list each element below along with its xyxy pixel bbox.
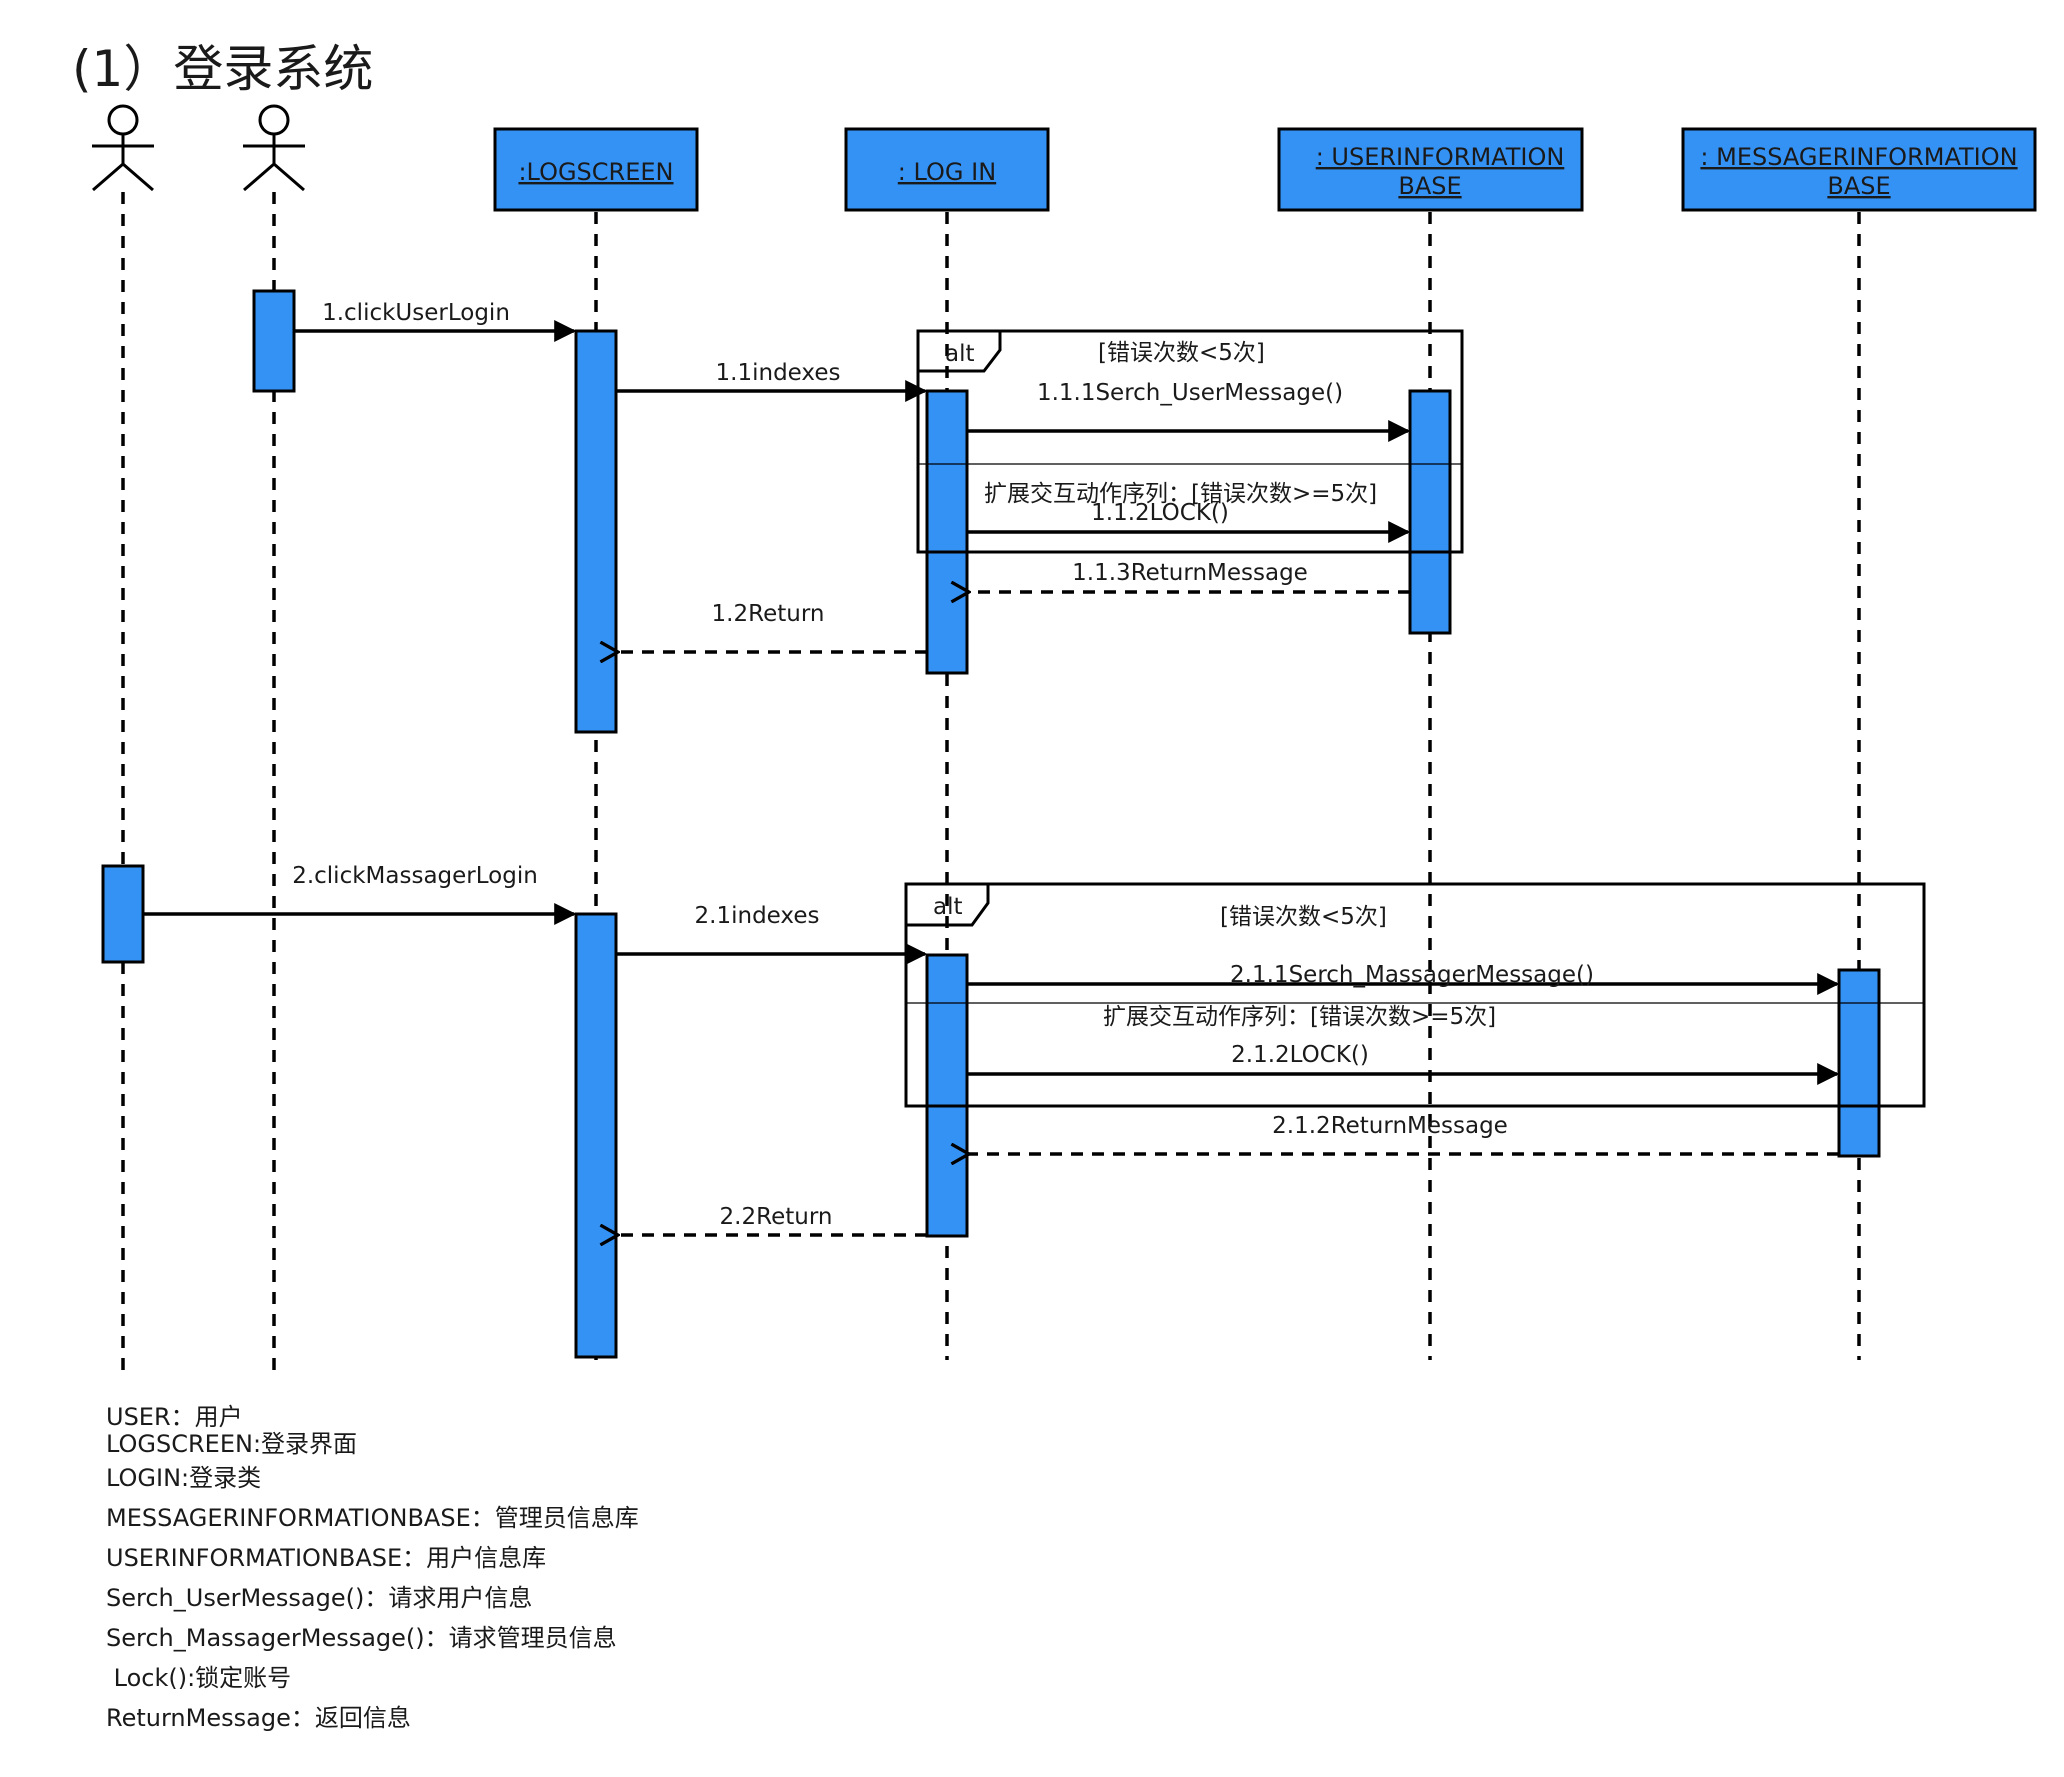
legend-item: LOGSCREEN:登录界面 — [106, 1430, 357, 1458]
message-label: 2.1.2ReturnMessage — [1272, 1113, 1508, 1139]
message-label: 1.clickUserLogin — [322, 300, 510, 326]
alt-fragment-1: alt [错误次数<5次] 扩展交互动作序列：[错误次数>=5次] — [916, 329, 1464, 554]
alt-fragment-2: alt [错误次数<5次] 扩展交互动作序列：[错误次数>=5次] — [904, 882, 1926, 1108]
object-label: : LOG IN — [898, 158, 996, 186]
object-label-line1: : MESSAGERINFORMATION — [1700, 143, 2017, 171]
activation-user-2 — [252, 289, 296, 393]
legend-item: USER：用户 — [106, 1403, 243, 1431]
object-messagerinformationbase: : MESSAGERINFORMATION BASE — [1681, 127, 2037, 212]
activation-logscreen-2 — [574, 912, 618, 1359]
activation-userinformationbase — [1408, 389, 1452, 635]
fragment-guard-else: 扩展交互动作序列：[错误次数>=5次] — [1103, 1004, 1496, 1030]
legend-item: USERINFORMATIONBASE：用户信息库 — [106, 1544, 546, 1572]
object-login: : LOG IN — [844, 127, 1050, 212]
message-label: 2.1indexes — [695, 903, 820, 929]
legend-item: LOGIN:登录类 — [106, 1464, 261, 1492]
fragment-guard: [错误次数<5次] — [1098, 340, 1265, 366]
activation-user-1 — [101, 864, 145, 964]
diagram-title: (1）登录系统 — [72, 40, 373, 98]
actor-user-2 — [243, 104, 305, 192]
message-label: 1.1.1Serch_UserMessage() — [1037, 380, 1343, 406]
message-label: 1.2Return — [712, 601, 825, 627]
object-userinformationbase: : USERINFORMATION BASE — [1277, 127, 1584, 212]
activation-login-1 — [925, 389, 969, 675]
legend-item: Serch_UserMessage()：请求用户信息 — [106, 1584, 532, 1612]
message-label: 2.1.2LOCK() — [1231, 1042, 1369, 1068]
message-label: 2.clickMassagerLogin — [292, 863, 538, 889]
actor-icon — [258, 104, 290, 136]
activation-logscreen-1 — [574, 329, 618, 734]
message-label: 1.1.2LOCK() — [1091, 500, 1229, 526]
object-label-line1: : USERINFORMATION — [1316, 143, 1565, 171]
actor-user-1 — [92, 104, 154, 192]
legend-item: Serch_MassagerMessage()：请求管理员信息 — [106, 1624, 617, 1652]
message-label: 1.1indexes — [716, 360, 841, 386]
legend-item: MESSAGERINFORMATIONBASE：管理员信息库 — [106, 1504, 639, 1532]
fragment-guard-else: 扩展交互动作序列：[错误次数>=5次] — [984, 481, 1377, 507]
legend: USER：用户 LOGSCREEN:登录界面 LOGIN:登录类 MESSAGE… — [106, 1403, 639, 1732]
activation-login-2 — [925, 953, 969, 1238]
object-logscreen: :LOGSCREEN — [493, 127, 699, 212]
message-label: 2.1.1Serch_MassagerMessage() — [1230, 962, 1594, 988]
legend-item: Lock():锁定账号 — [106, 1664, 291, 1692]
object-label: :LOGSCREEN — [518, 158, 673, 186]
activation-messagerinformationbase — [1837, 968, 1881, 1158]
object-label-line2: BASE — [1827, 172, 1890, 200]
message-label: 2.2Return — [720, 1204, 833, 1230]
object-label-line2: BASE — [1398, 172, 1461, 200]
legend-item: ReturnMessage：返回信息 — [106, 1704, 411, 1732]
fragment-guard: [错误次数<5次] — [1220, 904, 1387, 930]
actor-icon — [107, 104, 139, 136]
message-label: 1.1.3ReturnMessage — [1072, 560, 1308, 586]
fragment-operator: alt — [933, 894, 963, 920]
fragment-operator: alt — [945, 341, 975, 367]
